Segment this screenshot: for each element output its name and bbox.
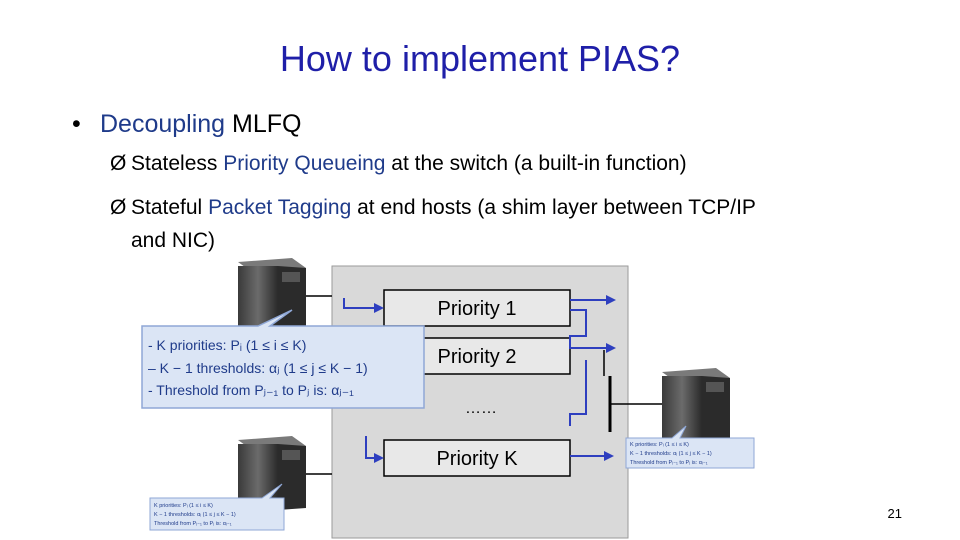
queue-label-1: Priority 1 xyxy=(438,298,517,320)
callout-right-line-1: K priorities: Pᵢ (1 ≤ i ≤ K) xyxy=(630,442,689,448)
queue-priority-k xyxy=(383,439,571,477)
queue-label-k: Priority K xyxy=(436,448,518,470)
callout-main-line-3: - Threshold from Pⱼ₋₁ to Pⱼ is: αⱼ₋₁ xyxy=(148,382,354,398)
bullet-rest: MLFQ xyxy=(225,110,302,138)
callout-right-line-3: Threshold from Pⱼ₋₁ to Pⱼ is: αⱼ₋₁ xyxy=(630,460,708,466)
sub2-pre: Stateful xyxy=(131,196,209,219)
output-feed-k xyxy=(569,360,587,426)
callout-left-line-1: K priorities: Pᵢ (1 ≤ i ≤ K) xyxy=(154,503,213,509)
slide-title: How to implement PIAS? xyxy=(279,38,681,79)
callout-main-line-1: - K priorities: Pᵢ (1 ≤ i ≤ K) xyxy=(148,337,306,353)
host-right xyxy=(662,368,730,442)
callout-left-line-3: Threshold from Pⱼ₋₁ to Pⱼ is: αⱼ₋₁ xyxy=(154,521,232,527)
callout-small-left: K priorities: Pᵢ (1 ≤ i ≤ K) K − 1 thres… xyxy=(149,483,285,531)
bullet-highlight: Decoupling xyxy=(100,110,226,138)
main-bullet: • Decoupling MLFQ xyxy=(72,110,302,139)
sub-marker-1: Ø xyxy=(110,152,127,175)
callout-main: - K priorities: Pᵢ (1 ≤ i ≤ K) – K − 1 t… xyxy=(141,309,425,409)
queue-ellipsis: …… xyxy=(465,400,497,417)
sub2-post: at end hosts (a shim layer between TCP/I… xyxy=(351,196,756,219)
callout-small-right: K priorities: Pᵢ (1 ≤ i ≤ K) K − 1 thres… xyxy=(625,425,755,469)
sub2-highlight: Packet Tagging xyxy=(208,196,352,219)
callout-left-line-2: K − 1 thresholds: αⱼ (1 ≤ j ≤ K − 1) xyxy=(154,512,236,518)
page-number: 21 xyxy=(887,506,902,521)
queue-label-2: Priority 2 xyxy=(438,346,517,368)
input-arrow-1 xyxy=(343,298,384,313)
sub2-continuation: and NIC) xyxy=(131,229,216,252)
output-feed-2 xyxy=(569,309,616,353)
callout-main-line-2: – K − 1 thresholds: αⱼ (1 ≤ j ≤ K − 1) xyxy=(148,360,368,376)
callout-right-line-2: K − 1 thresholds: αⱼ (1 ≤ j ≤ K − 1) xyxy=(630,451,712,457)
sub-marker-2: Ø xyxy=(110,196,127,219)
input-arrow-k xyxy=(365,436,384,463)
bullet-marker: • xyxy=(72,110,81,138)
queue-priority-1 xyxy=(383,289,571,327)
sub1-pre: Stateless xyxy=(131,152,224,175)
sub1-post: at the switch (a built-in function) xyxy=(385,152,687,175)
sub1-highlight: Priority Queueing xyxy=(223,152,386,175)
